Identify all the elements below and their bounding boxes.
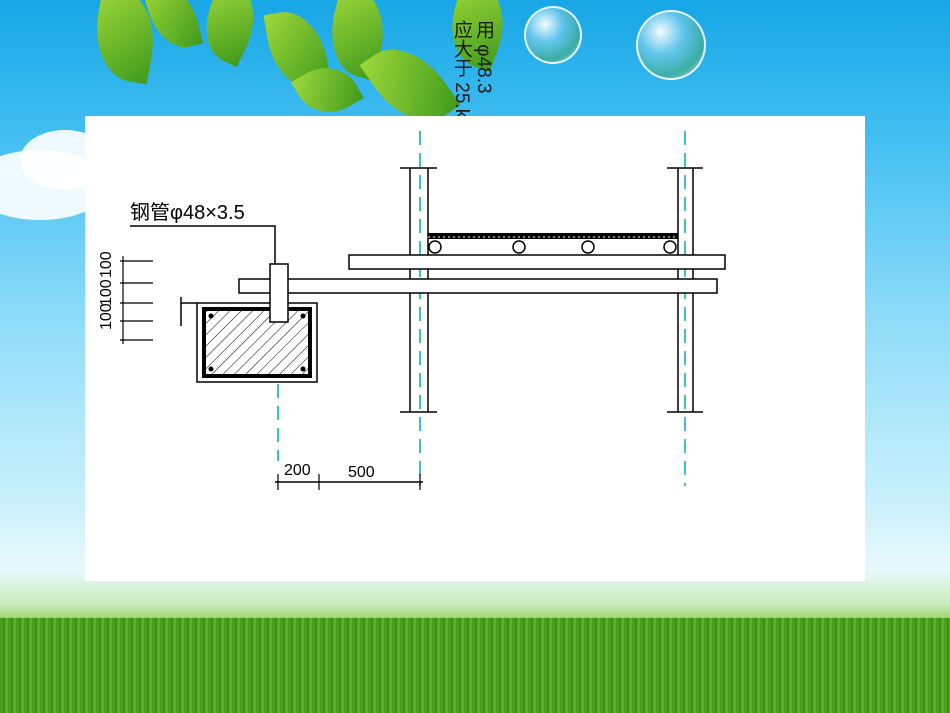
scaffold-diagram: 钢管φ48×3.5 100 100 100 200 500 xyxy=(98,131,726,490)
scaffold-board xyxy=(428,233,678,239)
bubble xyxy=(636,10,706,80)
concrete-beam xyxy=(180,297,318,383)
bubble xyxy=(524,6,582,64)
dim-200: 200 xyxy=(284,462,311,479)
background-text-line1: 用 φ48.3 xyxy=(473,20,494,94)
grass xyxy=(0,618,950,713)
small-tube xyxy=(512,240,526,254)
horizontal-tube-lower xyxy=(238,278,718,294)
dim-100-top2: 100 xyxy=(98,279,115,306)
background-text-line2: 应大于 25.k xyxy=(451,20,472,116)
small-tube xyxy=(428,240,442,254)
dim-100-top: 100 xyxy=(98,251,115,278)
small-tube xyxy=(581,240,595,254)
small-tube xyxy=(663,240,677,254)
leaf xyxy=(191,0,269,68)
embedded-steel-pipe xyxy=(269,263,289,323)
dim-500: 500 xyxy=(348,464,375,481)
horizontal-tube-upper xyxy=(348,254,726,270)
dim-100-left: 100 xyxy=(98,303,115,330)
pipe-label: 钢管φ48×3.5 xyxy=(130,201,245,224)
label-leader xyxy=(130,225,276,264)
diagram-panel: 钢管φ48×3.5 100 100 100 200 500 xyxy=(85,116,865,581)
